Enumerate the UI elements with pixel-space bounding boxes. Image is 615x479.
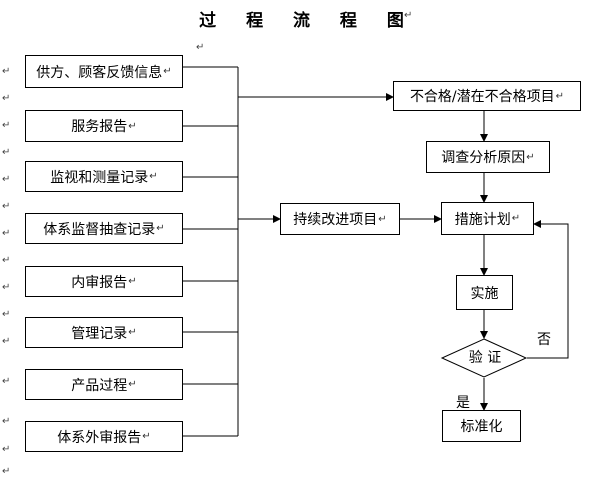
- paragraph-mark: ↵: [2, 174, 11, 185]
- paragraph-mark: ↵: [511, 213, 521, 224]
- paragraph-mark: ↵: [149, 171, 158, 182]
- implementation-label: 实施: [470, 285, 499, 302]
- paragraph-mark: ↵: [163, 66, 172, 77]
- input-box-product-process: 产品过程↵: [25, 369, 183, 400]
- yes-label: 是: [456, 395, 470, 411]
- implementation-box: 实施: [456, 275, 513, 310]
- paragraph-mark: ↵: [128, 120, 137, 132]
- paragraph-mark: ↵: [2, 255, 11, 266]
- page-title: 过 程 流 程 图: [199, 11, 416, 31]
- input-label: 内审报告: [71, 274, 128, 291]
- standardization-label: 标准化: [460, 419, 503, 435]
- paragraph-mark: ↵: [2, 93, 11, 104]
- paragraph-mark: ↵: [156, 223, 165, 234]
- paragraph-mark: ↵: [196, 42, 205, 53]
- paragraph-mark: ↵: [128, 327, 137, 338]
- input-label: 供方、顾客反馈信息: [36, 64, 163, 81]
- improvement-label: 持续改进项目: [293, 212, 378, 228]
- input-label: 体系监督抽查记录: [43, 221, 156, 238]
- input-label: 监视和测量记录: [50, 169, 149, 186]
- input-box-feedback: 供方、顾客反馈信息↵: [25, 55, 183, 88]
- nonconformity-box: 不合格/潜在不合格项目↵: [393, 81, 581, 111]
- verify-diamond: [440, 338, 528, 378]
- paragraph-mark: ↵: [404, 10, 413, 21]
- paragraph-mark: ↵: [2, 228, 11, 239]
- paragraph-mark: ↵: [2, 444, 11, 455]
- no-label: 否: [537, 332, 551, 348]
- paragraph-mark: ↵: [2, 376, 11, 387]
- input-box-external-audit: 体系外审报告↵: [25, 421, 183, 452]
- paragraph-mark: ↵: [2, 416, 11, 427]
- action-plan-box: 措施计划↵: [441, 202, 534, 235]
- input-box-supervision-record: 体系监督抽查记录↵: [25, 213, 183, 244]
- verify-label: 验 证: [468, 350, 502, 366]
- input-label: 体系外审报告: [57, 429, 142, 446]
- paragraph-mark: ↵: [128, 379, 137, 390]
- paragraph-mark: ↵: [2, 466, 11, 477]
- input-label: 服务报告: [71, 119, 128, 135]
- paragraph-mark: ↵: [2, 147, 11, 158]
- paragraph-mark: ↵: [128, 276, 137, 287]
- paragraph-mark: ↵: [526, 151, 535, 163]
- input-box-monitoring-record: 监视和测量记录↵: [25, 161, 183, 192]
- investigate-box: 调查分析原因↵: [426, 141, 550, 173]
- nonconformity-label: 不合格/潜在不合格项目: [409, 89, 555, 105]
- improvement-box: 持续改进项目↵: [280, 203, 400, 235]
- input-box-service-report: 服务报告↵: [25, 110, 183, 142]
- paragraph-mark: ↵: [2, 66, 11, 77]
- paragraph-mark: ↵: [2, 336, 11, 347]
- input-box-management-record: 管理记录↵: [25, 317, 183, 348]
- input-label: 产品过程: [71, 377, 128, 394]
- action-plan-label: 措施计划: [454, 211, 511, 228]
- paragraph-mark: ↵: [142, 431, 151, 442]
- paragraph-mark: ↵: [2, 282, 11, 293]
- standardization-box: 标准化: [442, 410, 521, 442]
- paragraph-mark: ↵: [2, 120, 11, 131]
- input-label: 管理记录: [71, 325, 128, 342]
- investigate-label: 调查分析原因: [441, 150, 526, 166]
- input-box-internal-audit: 内审报告↵: [25, 266, 183, 297]
- paragraph-mark: ↵: [2, 201, 11, 212]
- paragraph-mark: ↵: [555, 90, 565, 102]
- paragraph-mark: ↵: [378, 213, 387, 225]
- paragraph-mark: ↵: [2, 309, 11, 320]
